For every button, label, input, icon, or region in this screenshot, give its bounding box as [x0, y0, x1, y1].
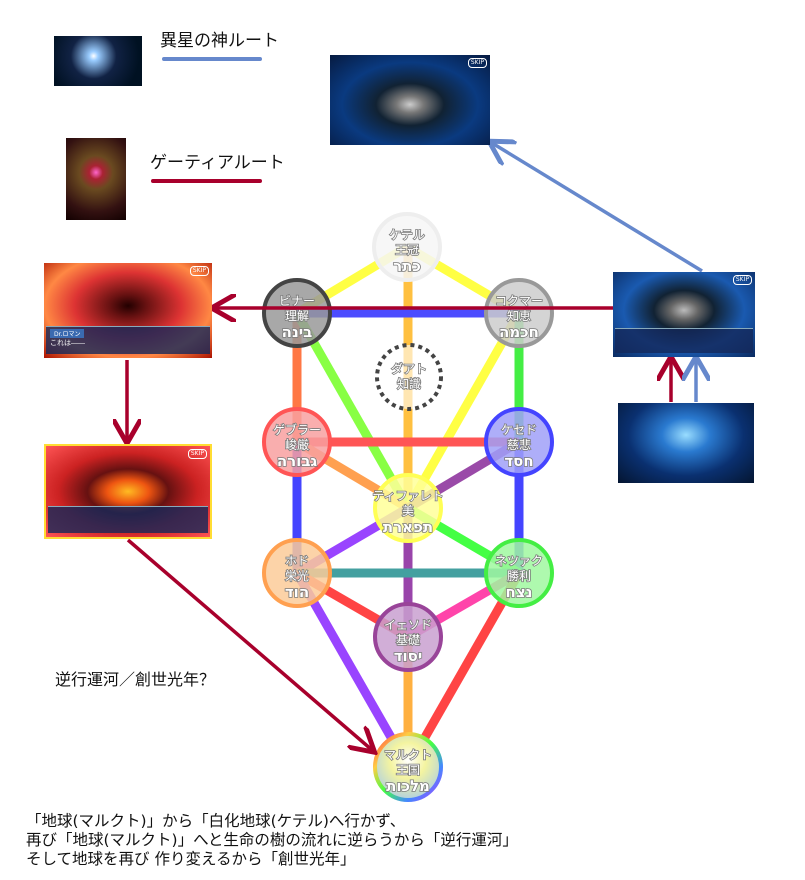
node-kana: ゲブラー — [273, 422, 321, 437]
question-text: 逆行運河／創世光年？ — [55, 670, 216, 689]
path-binah-tiphareth — [293, 310, 412, 511]
node-kanji: 理解 — [285, 309, 309, 323]
node-hebrew: הוד — [285, 583, 309, 601]
node-kanji: 王冠 — [395, 243, 419, 257]
skip-button: SKIP — [187, 449, 207, 459]
path-chokmah-tiphareth — [404, 310, 523, 511]
legend-goetia-route-label: ゲーティアルート — [150, 153, 285, 173]
node-kana: ネツァク — [495, 554, 543, 568]
node-kether: ケテル 王冠 כתר — [372, 212, 442, 282]
start-screenshot — [618, 403, 754, 483]
node-hebrew: יסוד — [394, 647, 423, 665]
node-kanji: 美 — [402, 504, 414, 518]
skip-button: SKIP — [732, 275, 752, 285]
node-kana: ビナー — [279, 294, 315, 308]
dialogue-box — [48, 505, 208, 533]
dialogue-box — [615, 327, 753, 353]
caption-line: 「地球(マルクト)」から「白化地球(ケテル)へ行かず、 — [26, 812, 406, 830]
caption: 「地球(マルクト)」から「白化地球(ケテル)へ行かず、 再び「地球(マルクト)」… — [26, 812, 518, 869]
goetia-arrow-to-malkuth — [126, 538, 372, 750]
node-kana: コクマー — [495, 294, 543, 308]
node-hebrew: גבורה — [277, 452, 318, 470]
node-hebrew: מלכות — [386, 777, 430, 795]
node-kanji: 慈悲 — [507, 437, 531, 452]
node-hebrew: בינה — [282, 323, 313, 341]
node-kanji: 王国 — [396, 763, 420, 777]
branch-screenshot: SKIP — [613, 272, 755, 357]
node-kanji: 知識 — [397, 377, 421, 391]
caption-line: 再び「地球(マルクト)」へと生命の樹の流れに逆らうから「逆行運河」 — [26, 831, 518, 849]
node-hebrew: חכמה — [499, 323, 539, 341]
node-hebrew: תפארת — [383, 518, 433, 536]
speaker-name: Dr.ロマン — [50, 328, 85, 338]
node-netzach: ネツァク 勝利 נצח — [484, 538, 554, 608]
goetia-screenshot-1: SKIP Dr.ロマンこれは―― — [44, 263, 212, 358]
node-kana: ケセド — [501, 423, 537, 437]
path-netzach-malkuth — [404, 570, 523, 770]
node-hebrew: נצח — [506, 583, 533, 601]
node-kana: ダアト — [391, 361, 427, 376]
node-tiphareth: ティファレト 美 תפארת — [372, 473, 444, 543]
node-hod: ホド 栄光 הוד — [262, 538, 332, 608]
legend-goetia-thumbnail — [66, 138, 126, 220]
caption-line: そして地球を再び 作り変えるから「創世光年」 — [26, 850, 356, 868]
dialogue-box: Dr.ロマンこれは―― — [46, 325, 210, 354]
node-kana: イェソド — [384, 618, 432, 632]
node-kanji: 勝利 — [507, 568, 531, 583]
node-daath: ダアト 知識 — [375, 343, 443, 411]
node-binah: ビナー 理解 בינה — [262, 278, 332, 348]
node-kana: ケテル — [389, 228, 425, 242]
path-hod-malkuth — [293, 570, 412, 770]
dialogue-text: これは―― — [50, 338, 85, 347]
node-chokmah: コクマー 知恵 חכמה — [484, 278, 554, 348]
node-kana: マルクト — [384, 748, 432, 762]
node-kana: ティファレト — [372, 489, 443, 503]
outer-god-final-screenshot: SKIP — [330, 55, 490, 145]
node-kanji: 峻厳 — [285, 437, 309, 452]
skip-button: SKIP — [467, 58, 487, 68]
goetia-screenshot-2: SKIP — [44, 444, 212, 539]
node-yesod: イェソド 基礎 יסוד — [373, 602, 443, 672]
node-kanji: 知恵 — [507, 309, 531, 323]
node-hebrew: כתר — [393, 257, 421, 275]
node-malkuth: マルクト 王国 מלכות — [373, 732, 443, 802]
node-kana: ホド — [285, 554, 309, 568]
node-chesed: ケセド 慈悲 חסד — [484, 407, 554, 477]
legend-outer-god-thumbnail — [54, 36, 142, 86]
node-kanji: 栄光 — [285, 569, 309, 583]
legend-outer-god-route-label: 異星の神ルート — [160, 31, 279, 51]
skip-button: SKIP — [189, 266, 209, 276]
node-kanji: 基礎 — [396, 633, 420, 647]
node-geburah: ゲブラー 峻厳 גבורה — [262, 407, 332, 477]
node-hebrew: חסד — [504, 452, 533, 470]
outer-god-arrow-to-top — [492, 143, 703, 273]
